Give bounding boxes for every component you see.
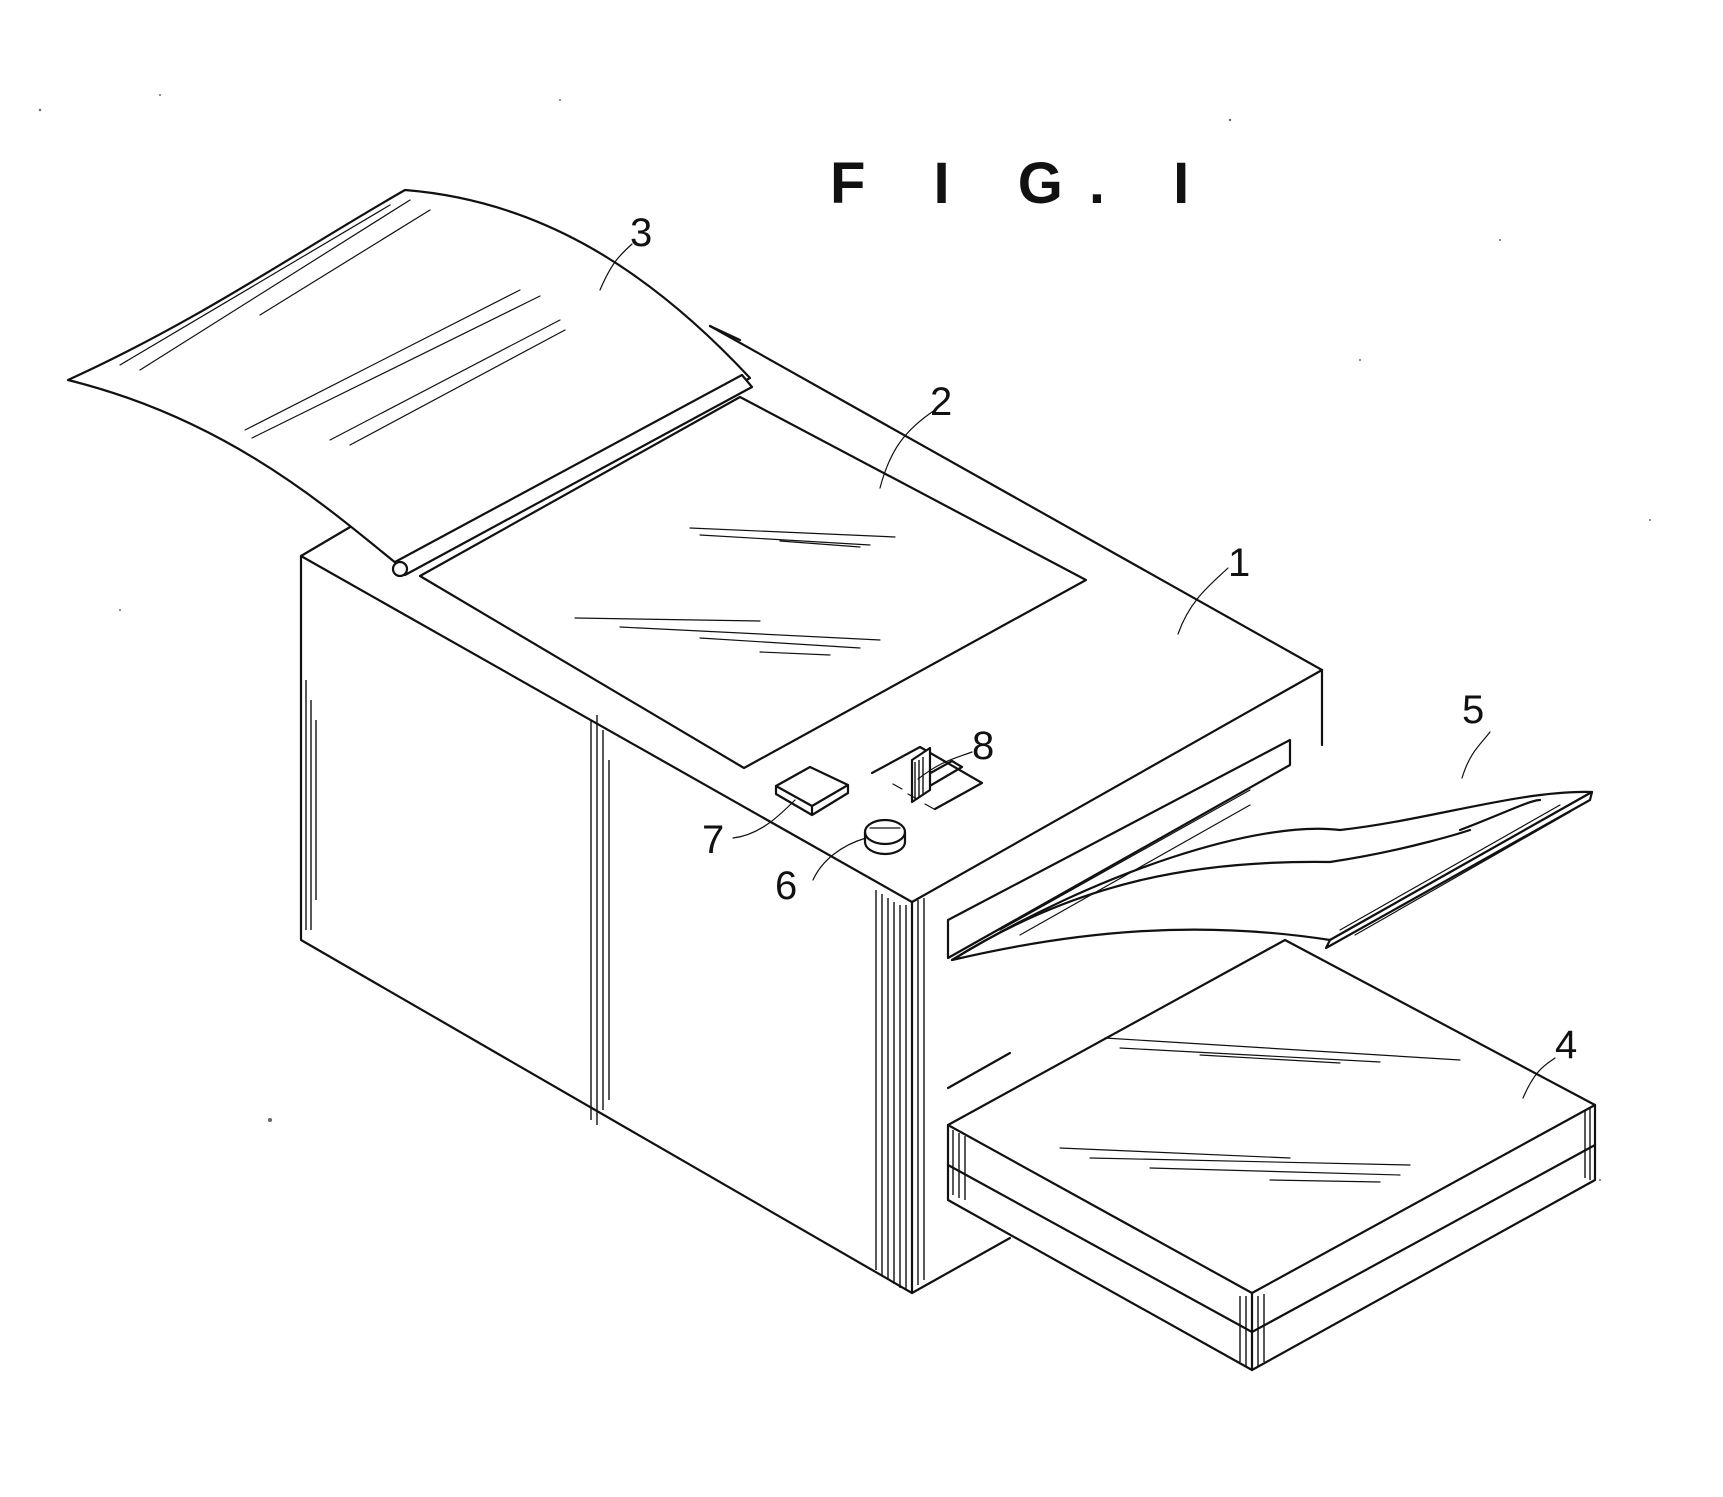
leader-5 <box>1461 731 1491 779</box>
ref-numeral-6: 6 <box>775 864 798 908</box>
paper-specks <box>38 94 1651 1181</box>
output-sheets <box>950 789 1594 962</box>
paper-tray <box>946 938 1597 1372</box>
leader-3 <box>599 243 633 291</box>
ref-numeral-2: 2 <box>930 380 953 424</box>
ref-numeral-5: 5 <box>1462 688 1485 732</box>
ref-numeral-4: 4 <box>1555 1023 1578 1067</box>
body-top-front-edges <box>299 554 1324 904</box>
control-knob <box>863 818 907 856</box>
body-top-back-edge <box>708 324 1324 672</box>
figure-title: F I G. I <box>830 151 1216 216</box>
control-button <box>774 765 850 817</box>
body-panel-seam <box>590 715 610 1125</box>
leader-2 <box>879 409 936 489</box>
open-cover <box>66 188 754 578</box>
ref-numeral-1: 1 <box>1228 541 1251 585</box>
printer-body <box>299 324 1324 1295</box>
leader-7 <box>732 799 796 839</box>
leader-6 <box>812 837 867 881</box>
output-slot <box>946 738 1292 1090</box>
ref-numeral-8: 8 <box>972 724 995 768</box>
body-left-face <box>299 554 914 1295</box>
ref-numeral-7: 7 <box>702 818 725 862</box>
control-slider <box>870 745 984 811</box>
leader-4 <box>1522 1057 1556 1099</box>
leader-lines <box>599 243 1556 1099</box>
leader-8 <box>917 751 973 780</box>
leader-1 <box>1177 567 1229 635</box>
ref-numeral-3: 3 <box>630 211 653 255</box>
platen-glass <box>418 395 1088 770</box>
